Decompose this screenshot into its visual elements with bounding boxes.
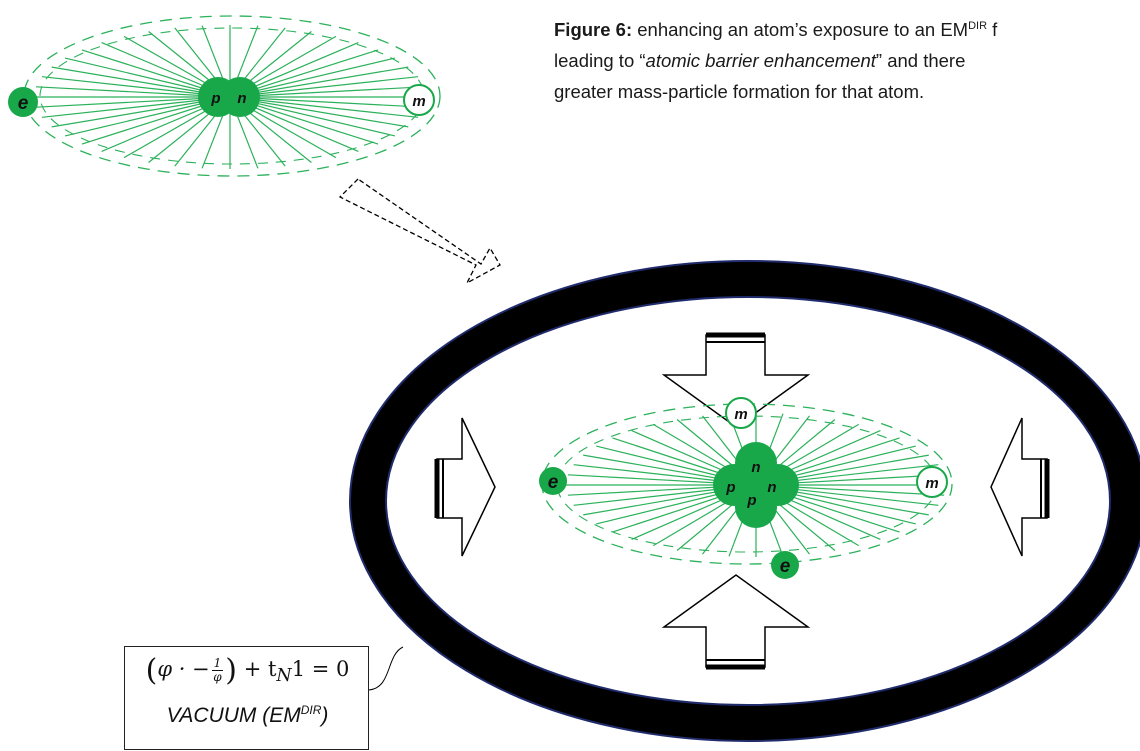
small-atom-mass-particle-label: m (412, 93, 425, 110)
field-line (229, 96, 409, 128)
equation-tail: 1 = 0 (291, 657, 350, 681)
field-line (229, 76, 419, 98)
field-line (35, 96, 231, 108)
caption-sup-1: DIR (968, 19, 988, 32)
equation-sub: N (276, 666, 292, 687)
field-line (229, 66, 409, 98)
caption-figure-label: Figure 6: (554, 19, 633, 40)
caption-line-3: greater mass-particle formation for that… (554, 81, 925, 102)
large-nucleus-top-label: n (751, 459, 760, 476)
caption-line-2: leading to “atomic barrier enhancement” … (554, 45, 1140, 76)
vacuum-label-sup: DIR (300, 703, 322, 717)
caption-line2-italic: atomic barrier enhancement (645, 50, 876, 71)
small-atom-electron (8, 87, 38, 117)
equation-phi: φ · − (157, 657, 210, 681)
small-atom-orbit-outer (23, 15, 441, 177)
large-nucleus-bottom-label: p (746, 492, 756, 509)
small-atom: e p n m (8, 15, 441, 177)
caption-text-2: f (987, 19, 998, 40)
large-atom-mass-particle-top-label: m (734, 406, 747, 423)
large-atom: e e m m n p n p (539, 397, 953, 579)
vacuum-label-text: VACUUM (EM (166, 704, 301, 727)
vacuum-ring (348, 260, 1140, 742)
large-atom-mass-particle-top (725, 397, 757, 429)
equation-frac-num: 1 (211, 656, 224, 671)
left-compression-arrow (434, 417, 496, 557)
right-compression-arrow (990, 417, 1050, 557)
large-atom-electron-bottom (771, 551, 799, 579)
small-atom-proton-label: p (210, 90, 220, 107)
vacuum-label-close: ) (321, 704, 329, 727)
field-line (229, 86, 425, 98)
large-nucleus-left-label: p (725, 479, 735, 496)
transition-arrow (338, 178, 501, 285)
large-nucleus-center (740, 469, 772, 501)
large-nucleus-right-label: n (767, 479, 776, 496)
small-atom-neutron (220, 77, 260, 117)
equation-rest: + t (243, 657, 277, 681)
caption-line2-a: leading to “ (554, 50, 646, 71)
small-atom-mass-particle (403, 84, 435, 116)
field-line (35, 86, 231, 98)
equation-connector (368, 646, 404, 691)
small-atom-electron-label: e (18, 93, 29, 114)
caption-line2-b: ” and there (875, 50, 966, 71)
large-atom-mass-particle-right-label: m (925, 475, 938, 492)
large-atom-electron-bottom-label: e (780, 556, 791, 577)
figure-caption: Figure 6: enhancing an atom’s exposure t… (554, 14, 1140, 107)
bottom-compression-arrow (661, 574, 811, 670)
caption-line-1: Figure 6: enhancing an atom’s exposure t… (554, 14, 1140, 45)
field-line (229, 96, 419, 118)
top-compression-arrow (661, 332, 811, 428)
large-atom-electron-left (539, 467, 567, 495)
vacuum-label: VACUUM (EMDIR) (125, 703, 370, 728)
caption-text-1: enhancing an atom’s exposure to an EM (632, 19, 969, 40)
large-atom-electron-left-label: e (548, 472, 559, 493)
field-line (229, 96, 425, 108)
large-atom-mass-particle-right (916, 466, 948, 498)
small-atom-neutron-label: n (237, 90, 246, 107)
equation-frac-den: φ (213, 670, 222, 684)
